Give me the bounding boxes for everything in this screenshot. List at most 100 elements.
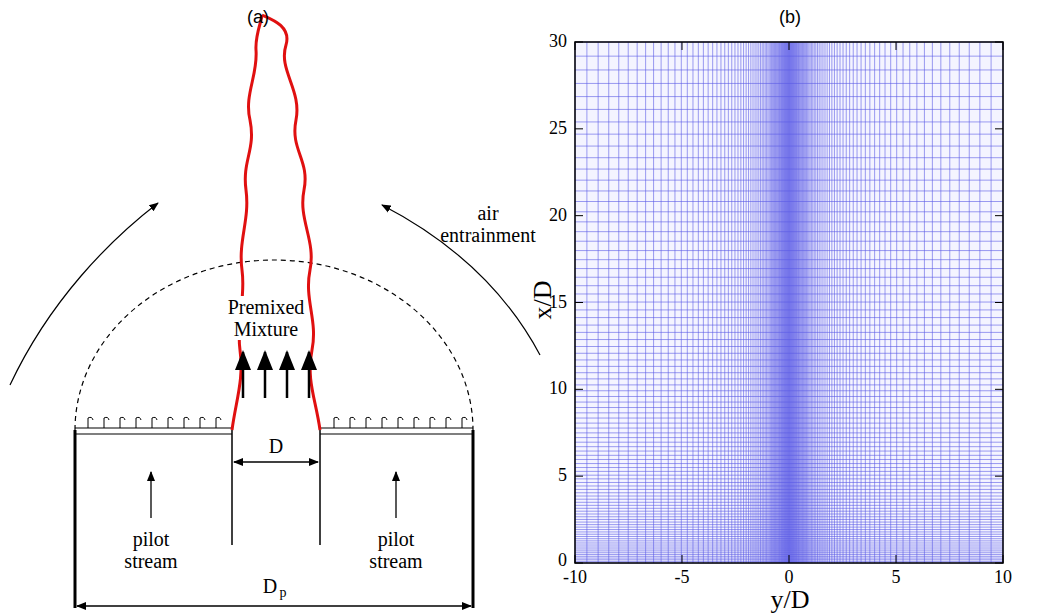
stroke	[770, 42, 771, 563]
stroke	[797, 42, 798, 563]
stroke	[88, 417, 93, 428]
stroke	[446, 417, 451, 428]
stroke	[995, 302, 1003, 303]
plot-frame	[575, 42, 1003, 563]
stroke	[775, 42, 776, 563]
stroke	[136, 417, 141, 428]
stroke	[575, 169, 1003, 170]
stroke	[740, 42, 741, 563]
stroke	[575, 83, 1003, 84]
flow-arrows	[243, 352, 309, 398]
stroke	[995, 476, 1003, 477]
stroke	[843, 42, 844, 563]
stroke	[430, 417, 435, 428]
stroke	[575, 463, 1003, 464]
stroke	[575, 201, 1003, 202]
dimension-line	[77, 605, 471, 606]
stroke	[575, 353, 1003, 354]
stroke	[575, 146, 1003, 147]
stroke	[869, 42, 870, 563]
stroke	[788, 42, 789, 563]
stroke	[575, 366, 1003, 367]
stroke	[366, 417, 371, 428]
stroke	[801, 42, 802, 563]
text-label: 10	[994, 568, 1012, 588]
stroke	[774, 42, 775, 563]
stroke	[575, 250, 1003, 251]
stroke	[575, 241, 1003, 242]
stroke	[575, 378, 1003, 379]
stroke	[575, 485, 1003, 486]
stroke	[794, 42, 795, 563]
stroke	[575, 215, 583, 216]
entrainment-arrow	[10, 203, 158, 385]
stroke	[795, 42, 796, 563]
burner-housing	[75, 428, 473, 608]
stroke	[776, 42, 777, 563]
axis-ticks	[575, 42, 1003, 563]
stroke	[777, 42, 778, 563]
stroke	[608, 42, 609, 563]
stroke	[575, 134, 1003, 135]
stroke	[575, 476, 583, 477]
stroke	[216, 417, 221, 428]
stroke	[575, 508, 1003, 509]
stroke	[575, 548, 1003, 549]
stroke	[797, 42, 798, 563]
stroke	[575, 547, 1003, 548]
stroke	[575, 259, 1003, 260]
stroke	[802, 42, 803, 563]
stroke	[777, 42, 778, 563]
stroke	[857, 42, 858, 563]
stroke	[575, 514, 1003, 515]
stroke	[575, 346, 1003, 347]
stroke	[810, 42, 811, 563]
stroke	[786, 42, 787, 563]
stroke	[575, 545, 1003, 546]
text-label: 10	[549, 379, 567, 399]
stroke	[628, 42, 629, 563]
stroke	[575, 389, 583, 390]
stroke	[767, 42, 768, 563]
stroke	[575, 56, 1003, 57]
stroke	[780, 42, 781, 563]
stroke	[575, 372, 1003, 373]
text-label: 30	[549, 32, 567, 52]
mesh-grid	[575, 42, 1003, 563]
stroke	[575, 412, 1003, 413]
stroke	[575, 180, 1003, 181]
stroke	[753, 42, 754, 563]
stroke	[808, 42, 809, 563]
stroke	[794, 42, 795, 563]
stroke	[575, 268, 1003, 269]
stroke	[991, 42, 992, 563]
stroke	[575, 542, 1003, 543]
stroke	[924, 42, 925, 563]
stroke	[903, 42, 904, 563]
stroke	[575, 69, 1003, 70]
stroke	[737, 42, 738, 563]
stroke	[756, 42, 757, 563]
stroke	[575, 407, 1003, 408]
stroke	[879, 42, 880, 563]
stroke	[575, 511, 1003, 512]
stroke	[807, 42, 808, 563]
text-label: (a)	[247, 8, 269, 28]
stroke	[789, 42, 790, 563]
stroke	[755, 42, 756, 563]
stroke	[575, 534, 1003, 535]
stroke	[790, 42, 791, 563]
stroke	[575, 128, 583, 129]
stroke	[909, 42, 910, 563]
stroke	[789, 555, 790, 563]
stroke	[575, 96, 1003, 97]
text-label: 25	[549, 119, 567, 139]
stroke	[822, 42, 823, 563]
stroke	[575, 475, 1003, 476]
stroke	[932, 42, 933, 563]
stroke	[575, 536, 1003, 537]
stroke	[120, 417, 125, 428]
stroke	[760, 42, 761, 563]
stroke	[575, 384, 1003, 385]
